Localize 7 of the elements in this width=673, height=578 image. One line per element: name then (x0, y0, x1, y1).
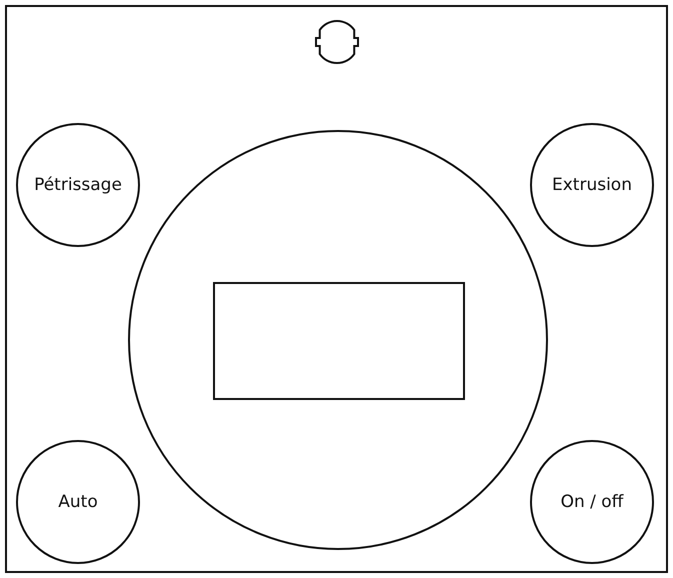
button-label: On / off (560, 492, 624, 512)
mounting-notch (312, 20, 362, 64)
panel-frame (5, 5, 668, 573)
button-label: Auto (58, 492, 98, 512)
button-label: Pétrissage (34, 175, 122, 195)
display-screen (213, 282, 465, 400)
button-label: Extrusion (552, 175, 632, 195)
